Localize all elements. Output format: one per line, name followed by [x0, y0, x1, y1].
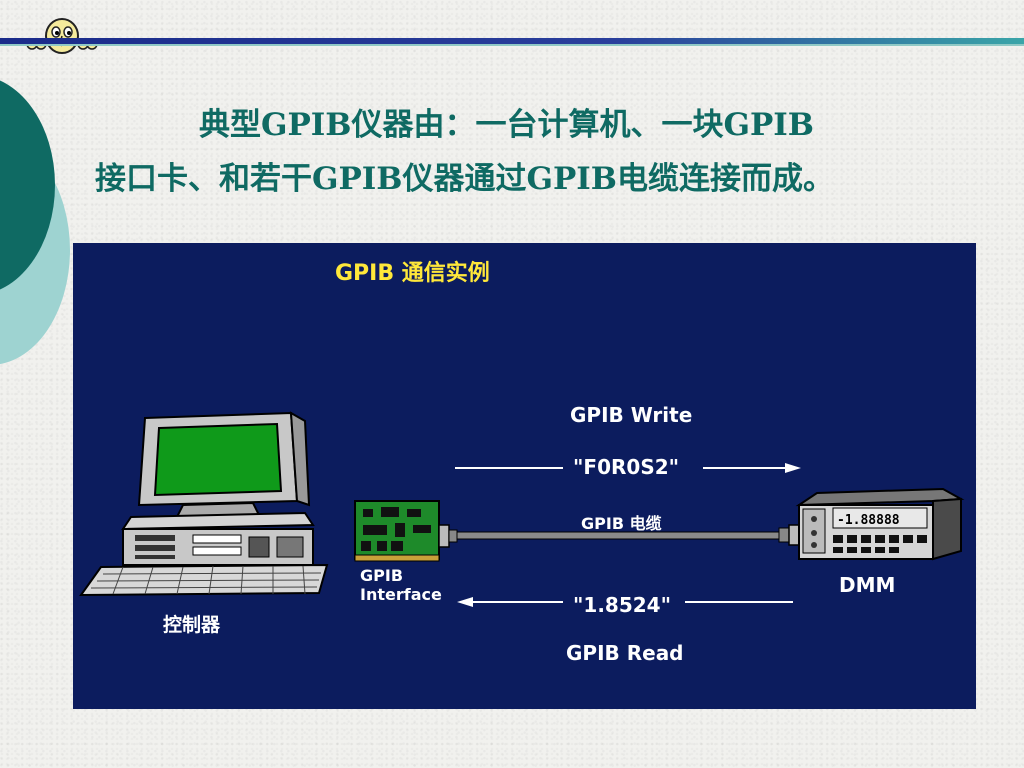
dmm-label: DMM — [839, 573, 896, 597]
gpib-read-string: "1.8524" — [573, 593, 672, 617]
mascot-logo-icon — [26, 18, 98, 54]
computer-icon — [79, 411, 329, 597]
gpib-diagram-panel: -1.88888 — [73, 243, 976, 709]
gpib-cable — [456, 524, 800, 546]
dmm-instrument-icon: -1.88888 — [795, 487, 965, 561]
gpib-write-string: "F0R0S2" — [573, 455, 680, 479]
slide-title: 典型GPIB仪器由：一台计算机、一块GPIB 接口卡、和若干GPIB仪器通过GP… — [95, 98, 995, 206]
gpib-write-label: GPIB Write — [570, 403, 693, 427]
gpib-write-arrow — [455, 463, 801, 473]
gpib-read-arrow — [457, 597, 793, 607]
gpib-diagram-graphics: -1.88888 — [79, 411, 965, 607]
gpib-interface-card-icon — [354, 500, 458, 562]
left-decoration-shape — [0, 80, 70, 365]
slide-title-line1: 典型GPIB仪器由：一台计算机、一块GPIB — [199, 107, 814, 143]
interface-label-line2: Interface — [360, 585, 442, 604]
controller-label: 控制器 — [163, 614, 221, 636]
header-divider-line — [0, 38, 1024, 46]
dmm-display-text: -1.88888 — [837, 513, 900, 528]
gpib-read-label: GPIB Read — [566, 641, 684, 665]
gpib-cable-label: GPIB 电缆 — [581, 514, 662, 533]
slide-title-line2: 接口卡、和若干GPIB仪器通过GPIB电缆连接而成。 — [95, 161, 834, 197]
interface-label-line1: GPIB — [360, 566, 404, 585]
diagram-title: GPIB 通信实例 — [335, 261, 490, 286]
